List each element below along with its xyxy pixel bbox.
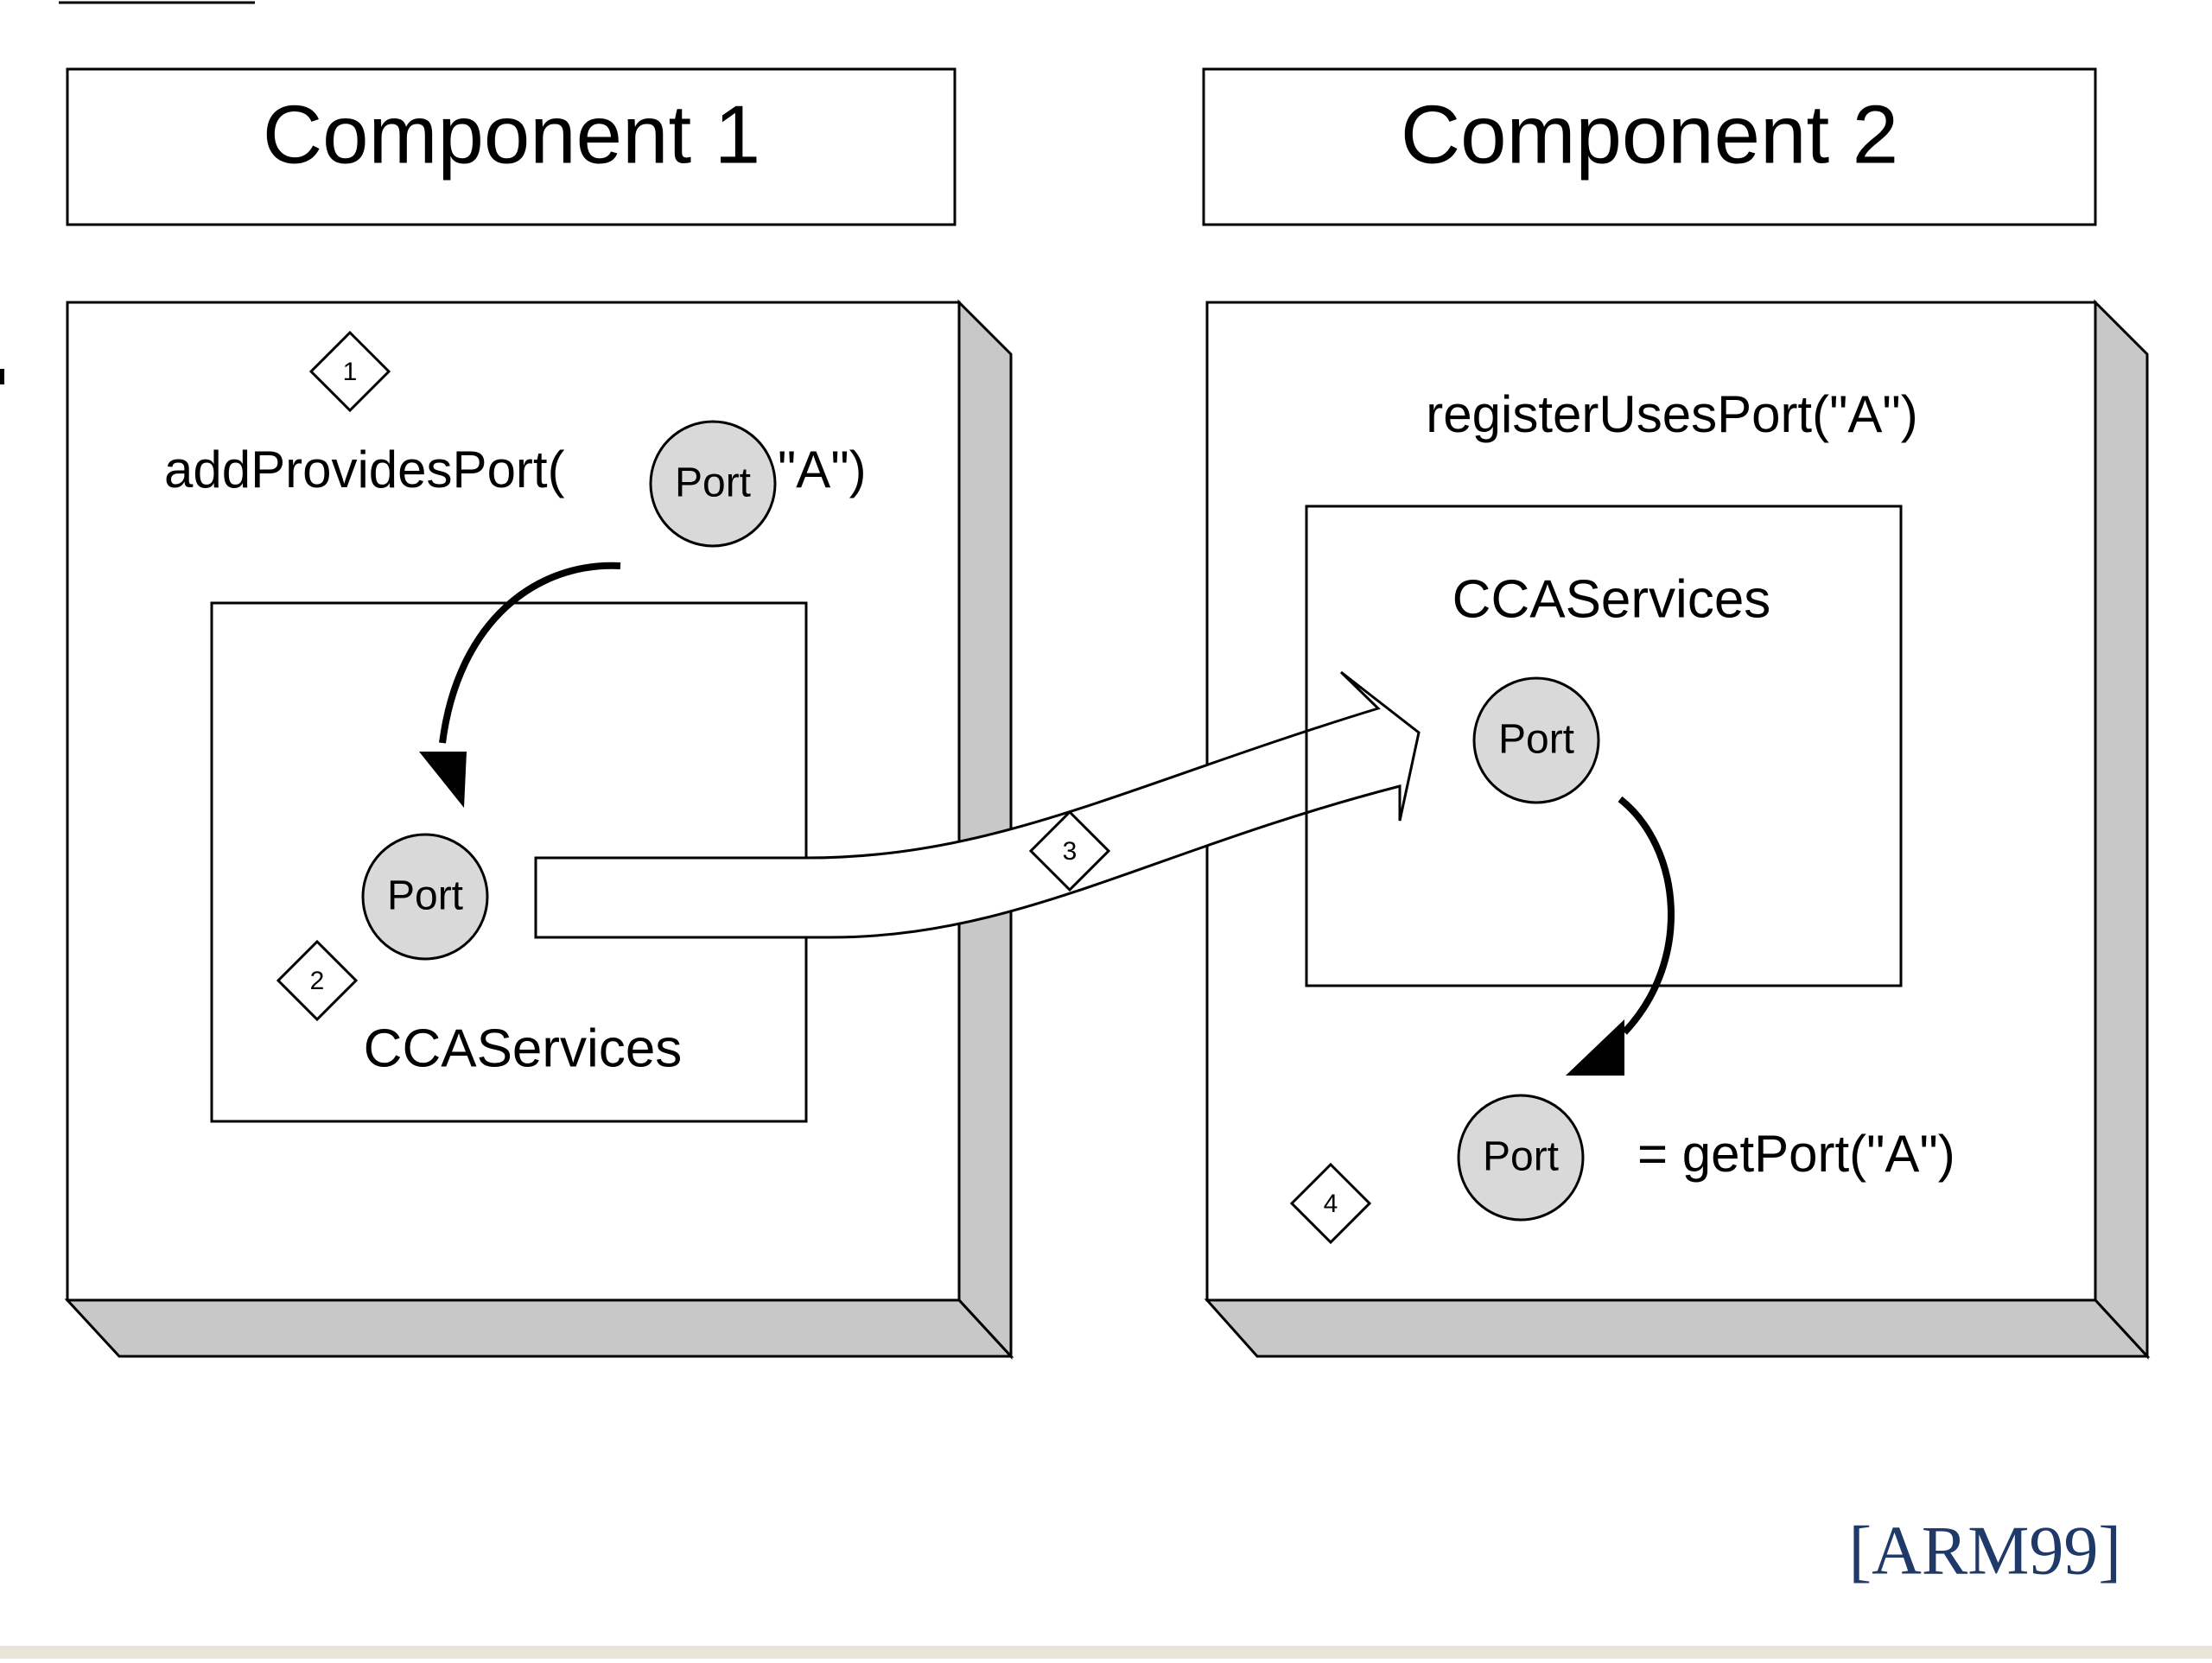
arrowhead-icon: [1566, 1019, 1624, 1076]
port-circle-icon: [361, 833, 489, 961]
component-2-services-label: CCAServices: [1452, 569, 1771, 629]
diamond-icon: [1028, 809, 1111, 892]
diamond-icon: [276, 939, 359, 1022]
citation: [ARM99]: [1848, 1513, 2121, 1589]
register-uses-port-call: registerUsesPort("A"): [1426, 385, 1917, 443]
step-1-badge: 1: [308, 330, 391, 413]
component-2-face: [1205, 301, 2097, 1302]
provide-curve-arrow: [439, 562, 621, 744]
provided-port: Port: [649, 420, 777, 548]
step-2-label: 2: [310, 967, 325, 995]
component-2-box: [1204, 299, 2151, 1360]
component-1-services-label: CCAServices: [364, 1019, 683, 1078]
port-label: Port: [1483, 1134, 1559, 1180]
component-2-title-box: [1202, 67, 2097, 226]
port-circle-icon: [1472, 676, 1600, 804]
port-label: Port: [1498, 717, 1574, 763]
step-4-label: 4: [1324, 1190, 1338, 1218]
component-2-services-box: [1305, 505, 1903, 987]
add-provides-port-arg: "A"): [778, 441, 867, 498]
footer-strip: [0, 1646, 2212, 1659]
component-2-shadow-right: [2094, 299, 2149, 1360]
connect-ports-arrow: [534, 670, 1421, 939]
step-4-badge: 4: [1289, 1162, 1372, 1245]
component-2-shadow-bottom: [1204, 1298, 2151, 1358]
uses-port: Port: [1472, 676, 1600, 804]
port-label: Port: [387, 873, 463, 919]
component-1-shadow-bottom: [64, 1298, 1014, 1358]
component-1-shadow-right: [957, 299, 1013, 1360]
component-2-title: Component 2: [1401, 88, 1898, 181]
component-1-face: [66, 301, 961, 1302]
component-1-title-box: [66, 67, 957, 226]
obtained-port: Port: [1457, 1094, 1585, 1222]
diamond-icon: [1289, 1162, 1372, 1245]
port-label: Port: [675, 460, 751, 506]
registered-port: Port: [361, 833, 489, 961]
step-2-badge: 2: [276, 939, 359, 1022]
port-circle-icon: [649, 420, 777, 548]
get-port-curve-arrow: [1618, 796, 1675, 1035]
component-1-title: Component 1: [263, 88, 760, 181]
get-port-call: = getPort("A"): [1637, 1125, 1955, 1183]
diamond-icon: [308, 330, 391, 413]
step-3-badge: 3: [1028, 809, 1111, 892]
step-3-label: 3: [1063, 837, 1077, 866]
port-circle-icon: [1457, 1094, 1585, 1222]
component-1-box: [64, 299, 1014, 1360]
arrowhead-icon: [419, 752, 467, 808]
add-provides-port-call: addProvidesPort(: [164, 441, 565, 498]
step-1-label: 1: [343, 358, 358, 386]
left-edge-mark: [0, 369, 4, 384]
